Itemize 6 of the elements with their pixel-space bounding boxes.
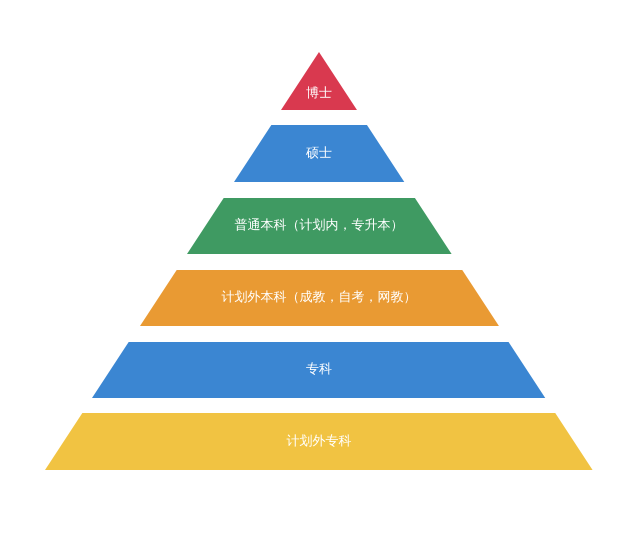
tier-label: 博士: [304, 86, 333, 102]
tier-label: 硕士: [304, 146, 333, 162]
tier-label: 计划外专科: [285, 434, 352, 450]
tier-label: 普通本科（计划内，专升本）: [233, 218, 404, 234]
tier-label: 专科: [304, 362, 333, 378]
tier-label: 计划外本科（成教，自考，网教）: [220, 290, 418, 306]
